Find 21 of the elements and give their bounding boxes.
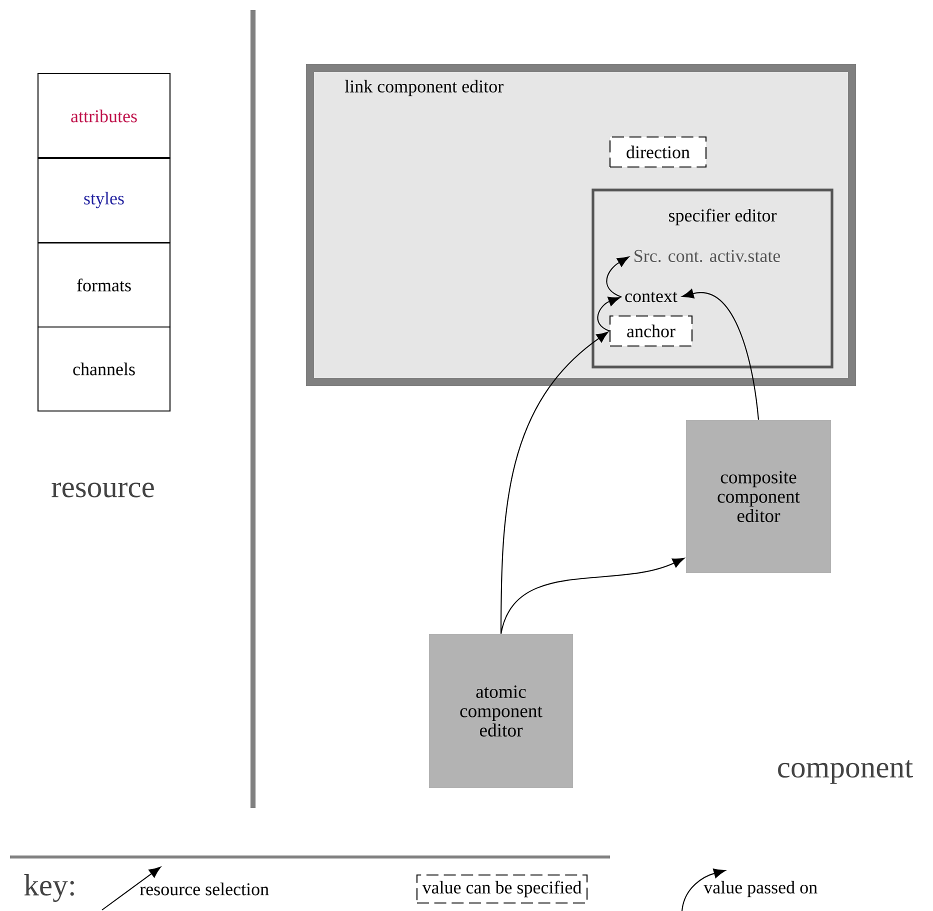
big-label: resource [52,482,154,498]
legend-text: resource selection [140,882,269,896]
resource-cell: attributes [37,72,171,160]
arrow [500,558,684,634]
arrow [597,296,620,332]
resource-cell: formats [37,242,171,328]
field-label: context [625,292,678,302]
big-label: component [778,760,913,784]
legend-text: value passed on [704,880,818,898]
arrow [606,256,630,298]
arrow [682,288,760,420]
resource-cell: channels [37,326,171,412]
arrow [500,332,608,634]
value-box: anchor [609,315,693,347]
legend-item: value can be specified [416,874,588,904]
field-label: Src. cont. activ.state [634,250,780,262]
editor-box: atomic component editor [429,634,573,788]
big-label: key: [24,874,74,902]
resource-cell: styles [37,156,171,244]
editor-box: composite component editor [686,420,831,573]
value-box: direction [609,136,707,168]
